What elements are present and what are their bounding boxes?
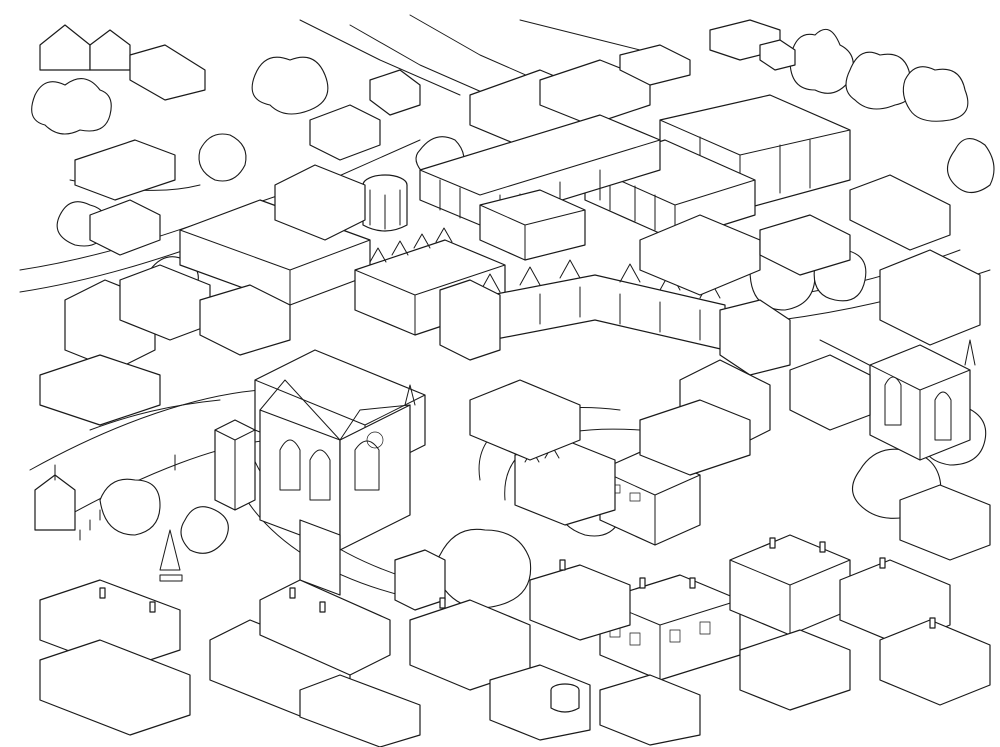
- tree-clusters: [31, 28, 995, 609]
- round-tower: [362, 174, 408, 232]
- east-chapel: [869, 249, 981, 461]
- office-block: [469, 379, 751, 546]
- central-terraces: [179, 164, 586, 336]
- market-kiosk: [550, 683, 580, 713]
- chimneys: [99, 537, 936, 629]
- quadrangle-range: [439, 259, 791, 376]
- lamp-posts: [54, 454, 176, 541]
- western-houses: [34, 199, 291, 531]
- monument: [159, 529, 183, 582]
- industrial-sheds: [419, 94, 851, 241]
- church: [214, 349, 446, 611]
- northern-buildings: [39, 19, 796, 201]
- southern-terraces: [39, 484, 991, 747]
